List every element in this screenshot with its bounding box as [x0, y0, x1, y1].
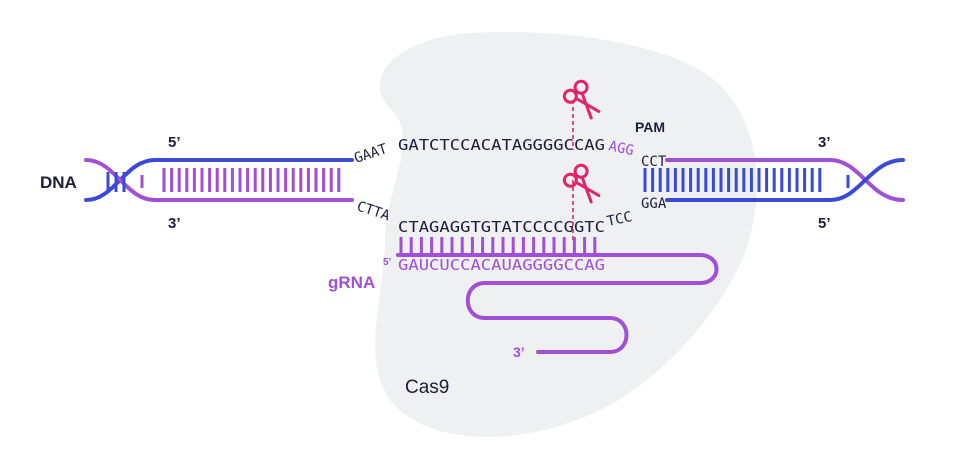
- cas9-label: Cas9: [405, 377, 449, 398]
- dna-right-base-pairs: [643, 168, 850, 192]
- left-top-end-label: 5’: [168, 134, 181, 151]
- dna-label: DNA: [40, 173, 77, 192]
- pam-label: PAM: [635, 119, 665, 135]
- bottom-target-sequence: CTAGAGGTGTATCCCCGGTC: [398, 218, 605, 236]
- left-bottom-end-label: 3’: [168, 215, 181, 232]
- grna-base-pairs: [399, 237, 597, 253]
- dna-left-strand-blue: [84, 158, 354, 202]
- grna-label: gRNA: [328, 273, 375, 292]
- dna-left-base-pairs: [106, 168, 341, 192]
- right-bottom-end-label: 5’: [818, 215, 831, 232]
- grna-5prime-label: 5’: [383, 257, 392, 268]
- dna-right-strand-purple: [665, 158, 905, 202]
- dna-right-strand-blue: [665, 158, 905, 202]
- top-right-flank-sequence: CCT: [641, 154, 667, 170]
- bottom-right-flank-sequence: GGA: [641, 196, 667, 212]
- dna-right-helix: [643, 158, 905, 202]
- right-top-end-label: 3’: [818, 134, 831, 151]
- grna-spacer-sequence: GAUCUCCACAUAGGGGCCAG: [398, 256, 605, 274]
- dna-left-strand-purple: [84, 158, 354, 202]
- grna-3prime-label: 3’: [513, 344, 525, 360]
- pam-sequence-bottom: TCC: [606, 209, 634, 230]
- bottom-left-flank-sequence: CTTA: [355, 199, 393, 225]
- top-left-flank-sequence: GAAT: [352, 141, 390, 167]
- scissors-icon: [562, 163, 601, 204]
- cas9-protein-shape: [375, 32, 757, 437]
- grna-backbone: [396, 253, 719, 354]
- pam-sequence-top: AGG: [607, 138, 635, 159]
- scissors-icon: [562, 79, 601, 120]
- dna-left-helix: [84, 158, 354, 202]
- top-target-sequence: GATCTCCACATAGGGGCCAG: [398, 136, 605, 154]
